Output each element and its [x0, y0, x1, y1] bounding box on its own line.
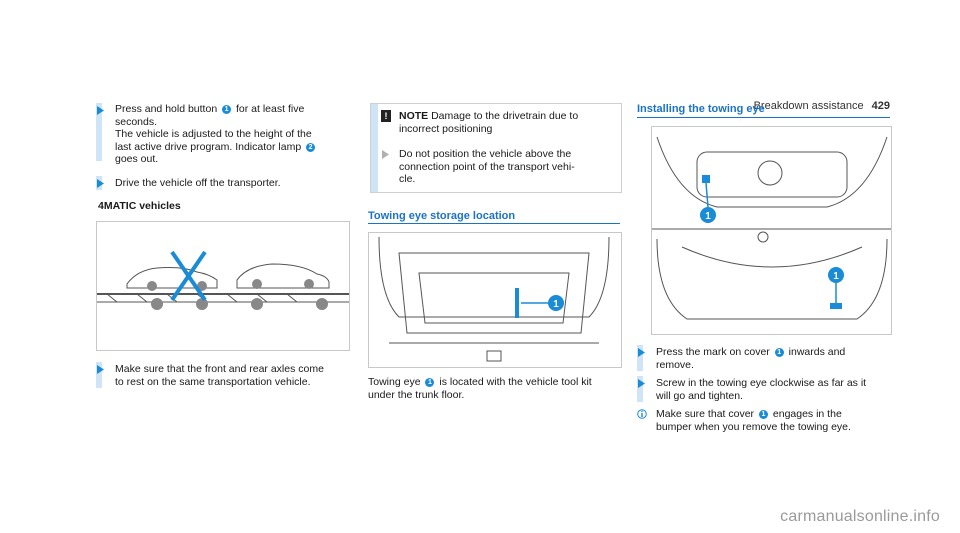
illustration-transporter	[96, 221, 350, 351]
heading-rule	[368, 223, 620, 224]
callout-2-icon: 2	[306, 142, 316, 152]
info-icon	[637, 409, 647, 419]
step-axles: Make sure that the front and rear axles …	[115, 363, 324, 388]
illustration-trunk: 1	[368, 232, 622, 368]
callout-1-icon: 1	[758, 410, 768, 419]
callout-1-icon: 1	[222, 105, 232, 114]
callout-1-icon: 1	[774, 348, 784, 357]
heading-installing: Installing the towing eye	[637, 103, 765, 115]
watermark: carmanualsonline.info	[780, 507, 940, 525]
page-number: 429	[871, 100, 890, 112]
note-box: ! NOTE Damage to the drivetrain due to i…	[370, 103, 622, 193]
subheading-4matic: 4MATIC vehicles	[98, 200, 181, 212]
heading-storage: Towing eye storage location	[368, 210, 516, 222]
step-arrow-icon	[97, 179, 104, 188]
illustration-bumper: 1 1	[651, 126, 892, 335]
step-stripe	[637, 376, 643, 402]
step-stripe	[96, 103, 102, 161]
info-note: Make sure that cover 1 engages in the bu…	[656, 408, 851, 433]
step-drive-off: Drive the vehicle off the transporter.	[115, 177, 281, 189]
page-header: Breakdown assistance 429	[754, 100, 890, 113]
svg-text:1: 1	[705, 211, 711, 222]
step-arrow-icon	[97, 106, 104, 115]
warning-icon: !	[381, 110, 391, 122]
step-arrow-icon	[638, 379, 645, 388]
step-stripe	[96, 362, 102, 388]
step-stripe	[637, 345, 643, 371]
step-arrow-icon	[638, 348, 645, 357]
section-title: Breakdown assistance	[753, 100, 864, 112]
step-press-button: Press and hold button 1 for at least fiv…	[115, 103, 355, 166]
towing-eye-location-text: Towing eye 1 is located with the vehicle…	[368, 376, 592, 401]
step-arrow-icon	[97, 365, 104, 374]
svg-text:1: 1	[553, 299, 559, 310]
note-step: Do not position the vehicle above the co…	[399, 148, 575, 185]
svg-text:1: 1	[833, 271, 839, 282]
note-title: NOTE	[399, 110, 429, 122]
step-screw-in: Screw in the towing eye clockwise as far…	[656, 377, 867, 402]
step-arrow-icon	[382, 150, 389, 159]
heading-rule	[637, 117, 890, 118]
step-press-mark: Press the mark on cover 1 inwards and re…	[656, 346, 846, 371]
callout-1-icon: 1	[425, 378, 435, 387]
